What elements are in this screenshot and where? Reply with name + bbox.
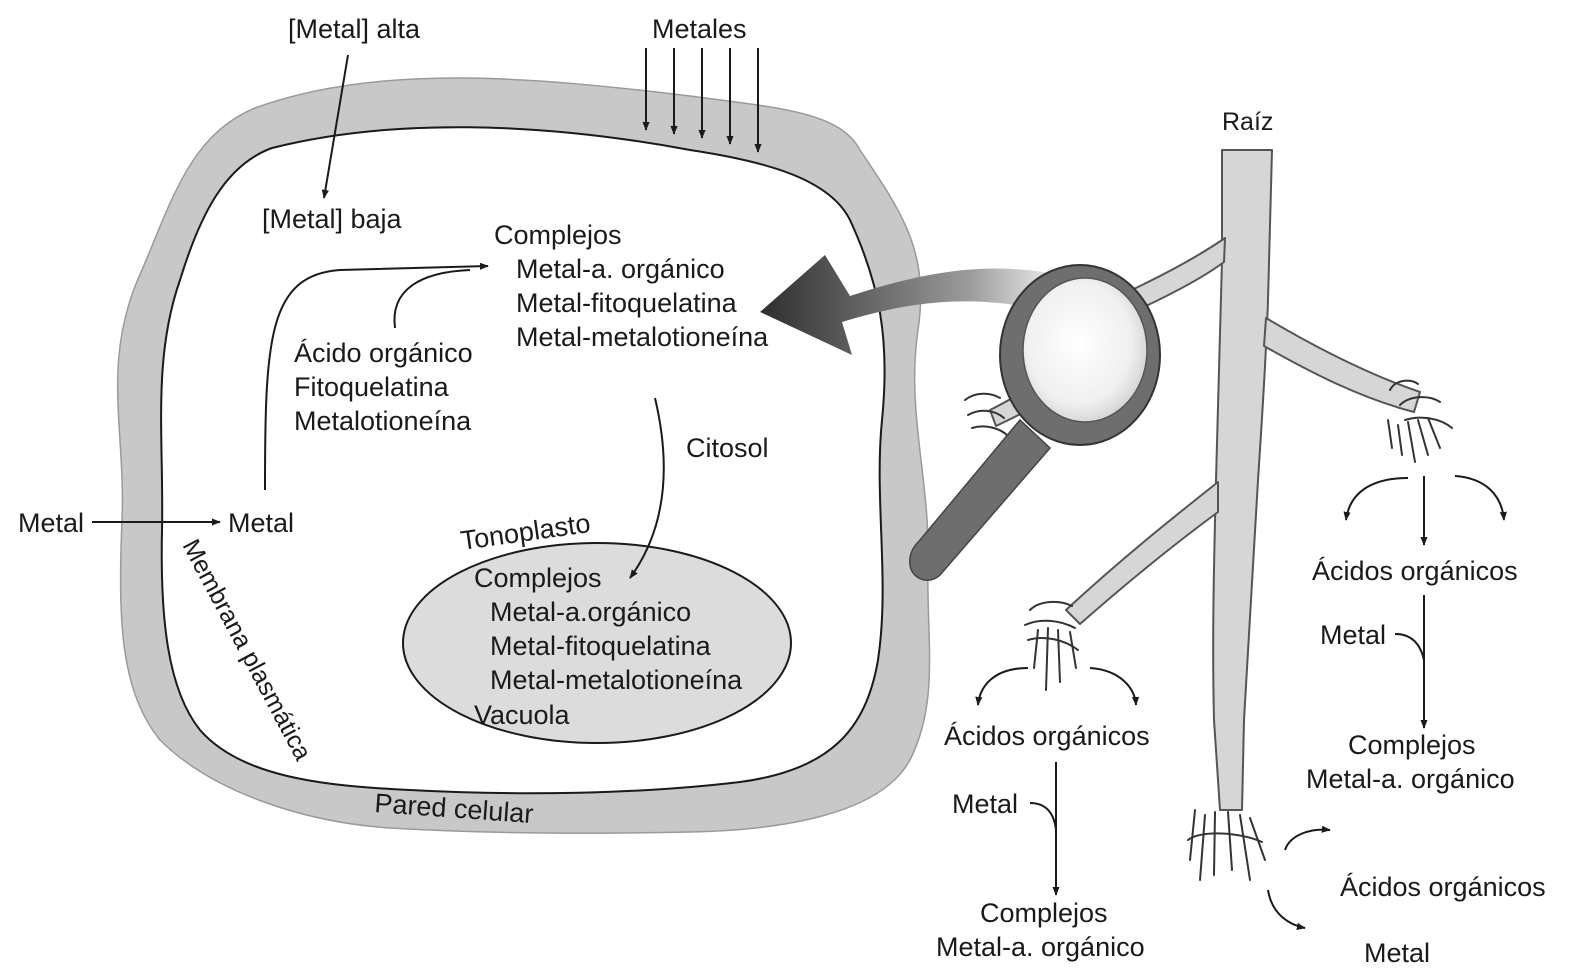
label-tip-metal: Metal: [1364, 938, 1430, 968]
label-metal-alta: [Metal] alta: [288, 14, 421, 44]
right-exudate-arrow-right: [1455, 476, 1504, 520]
tip-exudate-arrow-down: [1268, 890, 1305, 928]
label-left-complejos-sub: Metal-a. orgánico: [936, 932, 1145, 962]
magnifier-lens: [1023, 278, 1147, 422]
label-right-acidos: Ácidos orgánicos: [1312, 556, 1518, 586]
label-left-metal: Metal: [952, 789, 1018, 819]
label-acido-organico: Ácido orgánico: [294, 338, 473, 368]
left-metal-join: [1030, 803, 1056, 830]
label-metal-inside: Metal: [228, 508, 294, 538]
label-complejos-vacuole: Complejos: [474, 563, 602, 593]
label-cytosol-complex-3: Metal-metalotioneína: [516, 322, 769, 352]
label-vacuola: Vacuola: [474, 700, 571, 730]
label-left-acidos: Ácidos orgánicos: [944, 721, 1150, 751]
right-metal-join: [1395, 634, 1424, 660]
label-vacuole-complex-1: Metal-a.orgánico: [490, 597, 691, 627]
magnifier-handle: [910, 420, 1050, 580]
label-fitoquelatina: Fitoquelatina: [294, 372, 450, 402]
root-branch-right: [1264, 318, 1420, 412]
label-complejos-cytosol: Complejos: [494, 220, 622, 250]
right-exudate-arrow-left: [1346, 478, 1408, 520]
label-metalotioneina: Metalotioneína: [294, 406, 472, 436]
label-vacuole-complex-2: Metal-fitoquelatina: [490, 631, 712, 661]
label-right-complejos-sub: Metal-a. orgánico: [1306, 764, 1515, 794]
ligand-to-complex-arrow: [394, 270, 470, 328]
tip-exudate-arrow-up: [1285, 830, 1330, 850]
magnifying-glass-icon: [910, 265, 1160, 580]
label-cytosol-complex-1: Metal-a. orgánico: [516, 254, 725, 284]
label-metales: Metales: [652, 14, 747, 44]
label-cytosol-complex-2: Metal-fitoquelatina: [516, 288, 738, 318]
label-tip-acidos: Ácidos orgánicos: [1340, 872, 1546, 902]
label-metal-baja: [Metal] baja: [262, 204, 403, 234]
root-hairs-small: [965, 394, 1008, 436]
root-hairs-tip: [1188, 810, 1265, 880]
label-left-complejos: Complejos: [980, 898, 1108, 928]
left-exudate-arrow-left: [978, 668, 1028, 705]
label-right-complejos: Complejos: [1348, 730, 1476, 760]
label-vacuole-complex-3: Metal-metalotioneína: [490, 665, 743, 695]
root-branch-left: [1066, 482, 1218, 624]
label-metal-outside: Metal: [18, 508, 84, 538]
left-exudate-arrow-right: [1090, 668, 1136, 705]
label-citosol: Citosol: [686, 433, 769, 463]
label-raiz: Raíz: [1222, 108, 1273, 136]
label-right-metal: Metal: [1320, 620, 1386, 650]
